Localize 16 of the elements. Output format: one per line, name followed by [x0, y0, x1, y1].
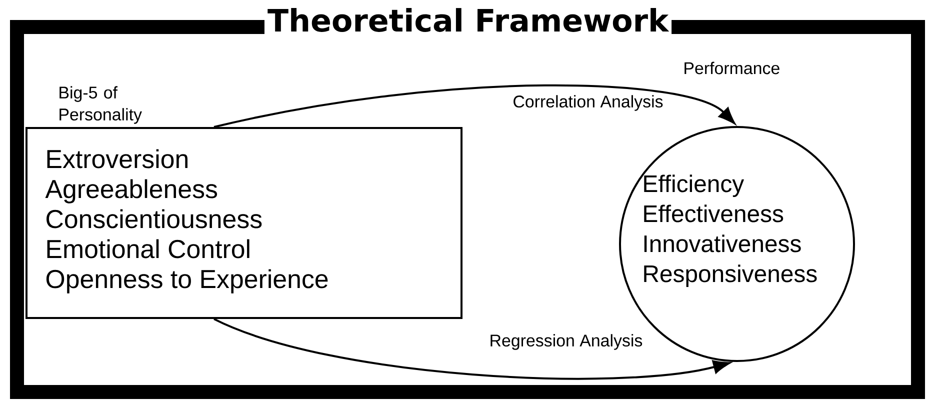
title: Theoretical Framework: [264, 5, 672, 35]
list-item: Efficiency: [644, 174, 744, 197]
edge-label: Correlation Analysis: [512, 94, 664, 112]
list-item: Agreeableness: [45, 179, 218, 204]
heading: Performance: [684, 62, 780, 74]
arrow: [214, 318, 730, 380]
edge-label: Regression Analysis: [488, 333, 644, 351]
list-item: Innovativeness: [644, 234, 801, 252]
list-item: Conscientiousness: [46, 209, 262, 228]
list-item: Openness to Experience: [46, 269, 328, 294]
list-item: Effectiveness: [644, 204, 784, 222]
list-item: Responsiveness: [644, 264, 817, 287]
arrow: [214, 84, 736, 128]
list-item: Emotional Control: [47, 239, 250, 258]
heading: Big-5 of Personality: [60, 86, 142, 124]
list-item: Extroversion: [47, 149, 188, 168]
